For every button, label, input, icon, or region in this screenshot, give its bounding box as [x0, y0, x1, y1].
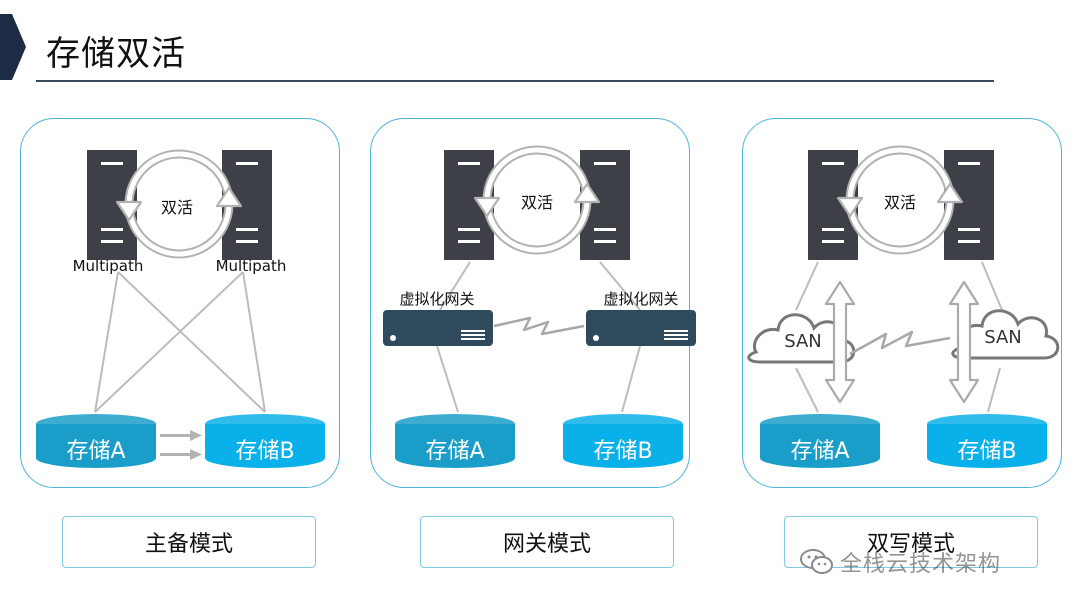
gateway-right-label: 虚拟化网关 [603, 290, 678, 308]
panel-3-cables [795, 261, 1003, 413]
storage-b-label: 存储B [593, 439, 652, 464]
panel-dual-write [742, 118, 1062, 488]
storage-a-label: 存储A [790, 439, 849, 464]
san-left-label: SAN [784, 331, 822, 352]
title-divider [36, 80, 994, 82]
wechat-icon [800, 549, 833, 574]
san-right-label: SAN [984, 327, 1022, 348]
gateway-left-label: 虚拟化网关 [399, 290, 474, 308]
multipath-left-label: Multipath [73, 257, 144, 275]
active-active-label: 双活 [884, 193, 916, 212]
panel-1-cables [94, 271, 266, 413]
lightning-link-icon [849, 330, 951, 356]
panel-gateway [370, 118, 690, 488]
replication-arrows-icon [160, 430, 202, 460]
watermark: 全栈云技术架构 [800, 546, 1001, 578]
gateway-device-icon [586, 310, 696, 346]
storage-a-label: 存储A [66, 439, 125, 464]
panel-2-cables [436, 261, 641, 413]
multipath-right-label: Multipath [216, 257, 287, 275]
active-active-label: 双活 [521, 193, 553, 212]
panel-active-standby [20, 118, 340, 488]
storage-b-label: 存储B [235, 439, 294, 464]
corner-mark-icon [0, 14, 26, 80]
storage-a-label: 存储A [425, 439, 484, 464]
mode-label-gateway: 网关模式 [420, 516, 674, 568]
storage-b-label: 存储B [957, 439, 1016, 464]
mode-label-active-standby: 主备模式 [62, 516, 316, 568]
gateway-device-icon [383, 310, 493, 346]
watermark-text: 全栈云技术架构 [840, 552, 1002, 577]
active-active-label: 双活 [161, 198, 193, 217]
lightning-link-icon [493, 316, 585, 336]
page-title: 存储双活 [46, 34, 186, 74]
